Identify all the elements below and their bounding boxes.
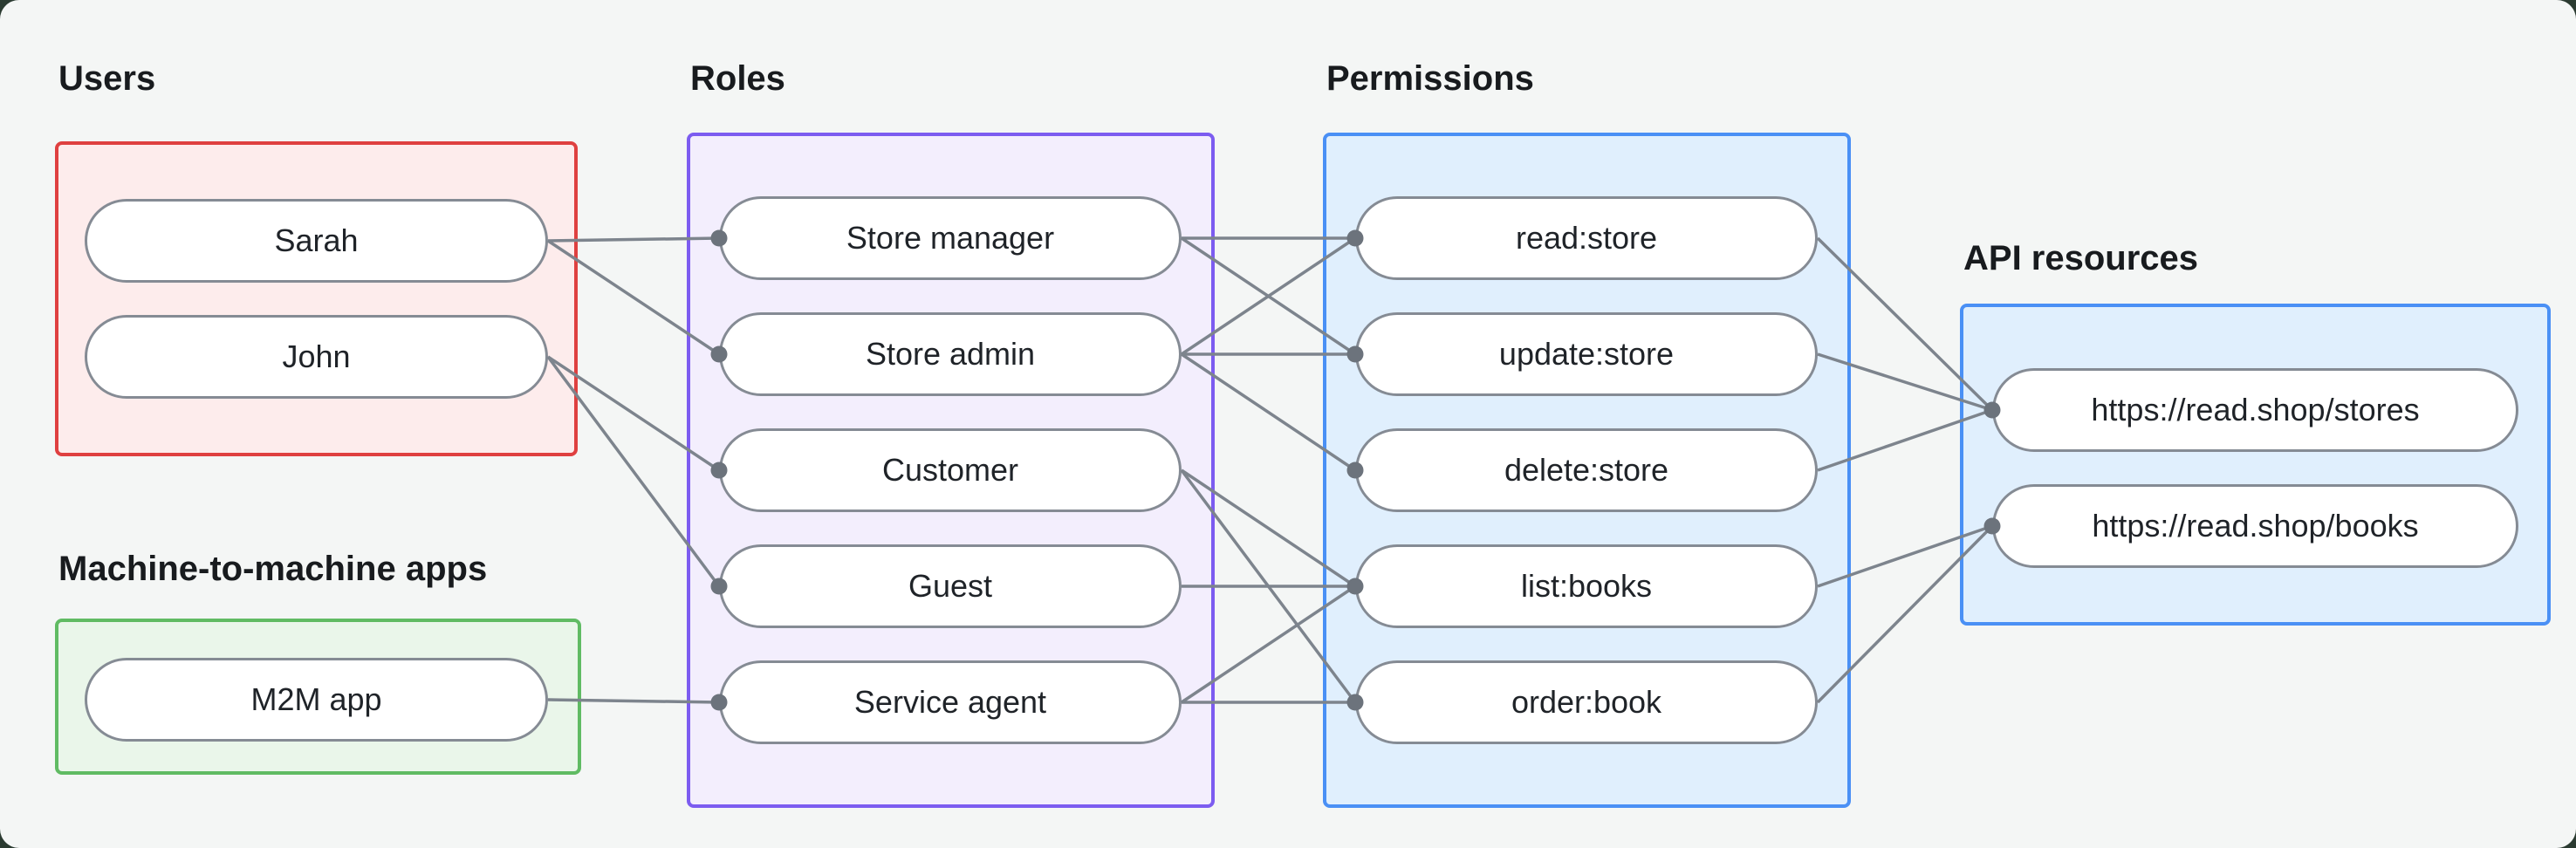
node-user-john: John (85, 315, 548, 399)
node-user-sarah: Sarah (85, 199, 548, 283)
node-permission-delete-store: delete:store (1355, 428, 1818, 512)
node-permission-order-book: order:book (1355, 660, 1818, 744)
node-api-resource-books: https://read.shop/books (1992, 484, 2518, 568)
node-role-customer: Customer (719, 428, 1182, 512)
node-role-store-admin: Store admin (719, 312, 1182, 396)
node-api-resource-stores: https://read.shop/stores (1992, 368, 2518, 452)
api-resources-group-label: API resources (1963, 239, 2199, 277)
node-permission-read-store: read:store (1355, 196, 1818, 280)
node-role-store-manager: Store manager (719, 196, 1182, 280)
node-role-service-agent: Service agent (719, 660, 1182, 744)
users-group-box (55, 141, 578, 456)
node-m2m-app: M2M app (85, 658, 548, 742)
node-role-guest: Guest (719, 544, 1182, 628)
node-permission-update-store: update:store (1355, 312, 1818, 396)
m2m-apps-group-label: Machine-to-machine apps (58, 550, 488, 588)
roles-group-label: Roles (690, 59, 785, 98)
node-permission-list-books: list:books (1355, 544, 1818, 628)
permissions-group-label: Permissions (1326, 59, 1534, 98)
users-group-label: Users (58, 59, 156, 98)
api-resources-group-box (1960, 304, 2551, 626)
